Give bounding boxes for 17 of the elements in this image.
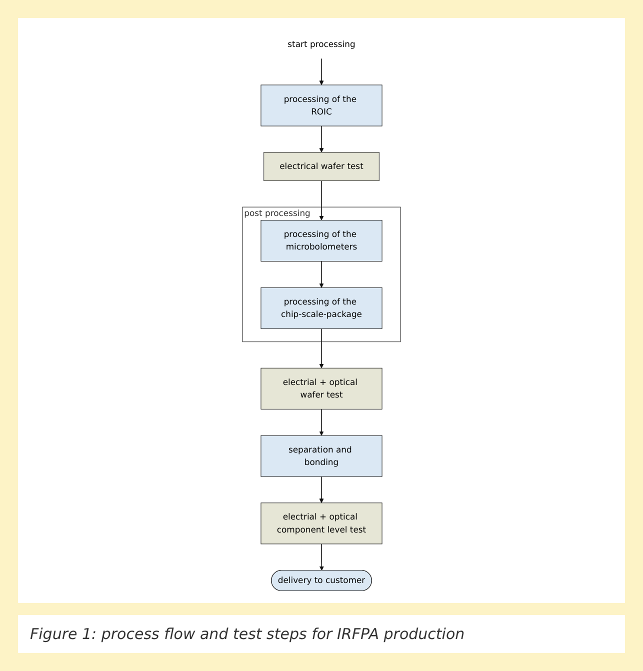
node-box: electrical wafer test bbox=[264, 152, 380, 182]
arrow bbox=[319, 476, 324, 504]
node-box: separation and bonding bbox=[260, 435, 382, 477]
node-box: electrial + optical component level test bbox=[260, 502, 382, 544]
arrow bbox=[319, 408, 324, 436]
node-box: processing of the microbolometers bbox=[260, 220, 382, 262]
node-box: processing of the ROIC bbox=[260, 84, 382, 126]
arrow bbox=[319, 544, 324, 571]
figure-caption: Figure 1: process flow and test steps for IRFPA production bbox=[18, 615, 625, 653]
node-text: start processing bbox=[288, 39, 356, 50]
arrow bbox=[319, 58, 324, 86]
arrow bbox=[319, 328, 324, 368]
node-box: electrial + optical wafer test bbox=[260, 368, 382, 410]
node-box: processing of the chip-scale-package bbox=[260, 287, 382, 329]
arrow bbox=[319, 180, 324, 220]
arrow bbox=[319, 260, 324, 288]
arrow bbox=[319, 126, 324, 153]
